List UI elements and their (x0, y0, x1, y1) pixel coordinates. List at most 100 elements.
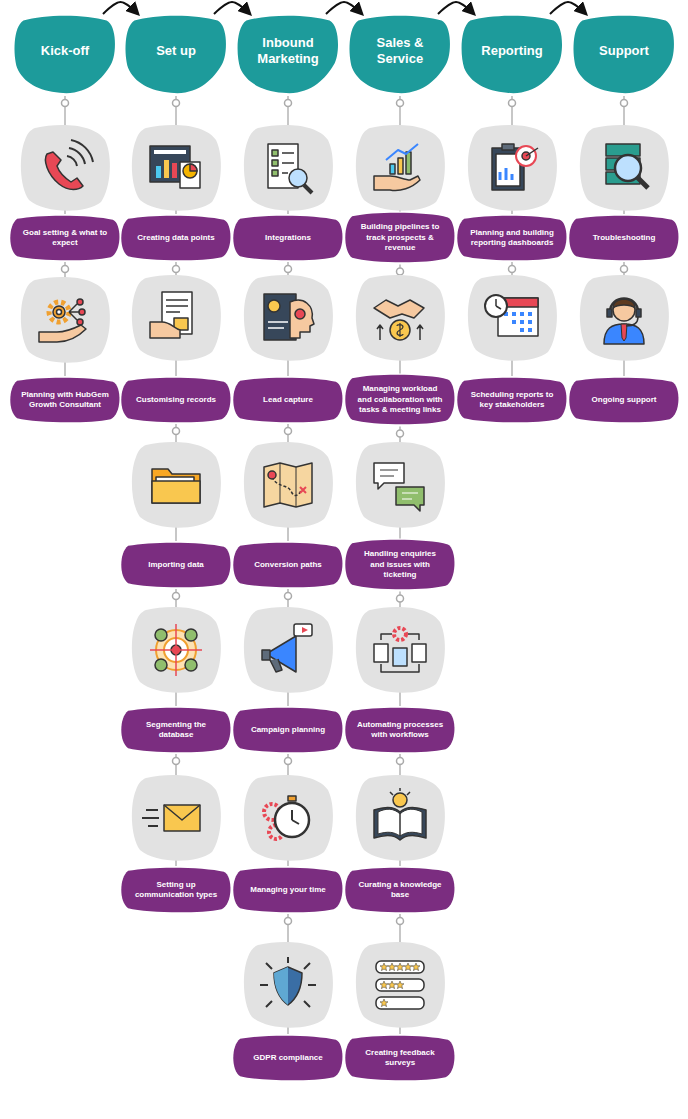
map-icon (244, 442, 333, 528)
step-text: Automating processes with workflows (356, 720, 444, 741)
step-text: Importing data (148, 560, 204, 570)
map-icon (244, 442, 333, 528)
segment-icon (155, 659, 167, 671)
dashboard-icon (132, 125, 221, 211)
flow-arrow (550, 2, 586, 14)
support-agent-icon (610, 299, 638, 313)
connector-dot (509, 266, 516, 273)
label-blob-fill (457, 378, 566, 423)
report-icon (526, 148, 538, 156)
knowledge-icon (378, 809, 422, 836)
records-icon (132, 275, 221, 361)
step-text: Building pipelines to track prospects & … (356, 222, 444, 253)
dashboard-icon (154, 150, 186, 154)
label-blob-fill (10, 378, 119, 423)
pipeline-icon (406, 152, 411, 174)
folder-icon (152, 481, 200, 503)
label-blob-fill (121, 868, 230, 913)
connector-dot (173, 428, 180, 435)
step-label: Planning with HubGem Growth Consultant (8, 376, 122, 424)
shield-icon (244, 942, 333, 1028)
troubleshoot-icon (606, 144, 640, 156)
step-text: Setting up communication types (132, 880, 220, 901)
phase-title: Kick-off (41, 43, 89, 59)
step-text: Planning with HubGem Growth Consultant (21, 390, 109, 411)
label-blob-fill (121, 216, 230, 261)
segment-icon (155, 629, 167, 641)
label-blob-fill (121, 543, 230, 588)
step-label: Customising records (119, 376, 233, 424)
workflow-icon (393, 648, 407, 666)
checklist-icon (244, 125, 333, 211)
phase-header: Inbound Marketing (236, 14, 340, 96)
step-text: Ongoing support (592, 395, 657, 405)
label-blob-fill (345, 213, 454, 263)
pipeline-icon (390, 164, 395, 174)
rating-icon (380, 999, 388, 1007)
envelope-icon (164, 805, 200, 820)
planning-icon (21, 277, 110, 363)
label-blob-fill (233, 543, 342, 588)
phase-header: Kick-off (13, 14, 117, 96)
calendar-icon (528, 312, 532, 316)
connector-dot (173, 758, 180, 765)
connector-dot (509, 100, 516, 107)
shield-icon (274, 967, 288, 1005)
knowledge-icon (356, 775, 445, 861)
step-text: Segmenting the database (132, 720, 220, 741)
phase-header: Sales & Service (348, 14, 452, 96)
connector-dot (397, 430, 404, 437)
label-blob-fill (457, 216, 566, 261)
chat-icon (356, 442, 445, 528)
rating-icon (388, 981, 396, 989)
planning-icon (79, 309, 85, 315)
stopwatch-icon (288, 796, 296, 801)
connector-dot (397, 595, 404, 602)
report-icon (502, 144, 514, 150)
troubleshoot-icon (580, 125, 669, 211)
step-label: Campaign planning (231, 706, 345, 754)
step-text: Goal setting & what to expect (21, 228, 109, 249)
step-text: Lead capture (263, 395, 313, 405)
segment-icon (185, 659, 197, 671)
connector-dot (173, 100, 180, 107)
lead-capture-icon (268, 300, 280, 312)
pipeline-icon (356, 125, 445, 211)
calendar-icon (520, 320, 524, 324)
step-label: Lead capture (231, 376, 345, 424)
lead-capture-icon (295, 309, 305, 319)
calendar-icon (468, 275, 557, 361)
rating-icon (356, 942, 445, 1028)
label-blob-fill (233, 216, 342, 261)
phase-title: Sales & Service (358, 35, 442, 66)
dashboard-icon (180, 162, 200, 188)
step-text: Scheduling reports to key stakeholders (468, 390, 556, 411)
support-agent-icon (580, 275, 669, 361)
label-blob-fill (345, 708, 454, 753)
rating-icon (380, 963, 420, 1007)
step-label: Conversion paths (231, 541, 345, 589)
step-label: Setting up communication types (119, 866, 233, 914)
planning-icon (69, 304, 79, 320)
envelope-icon (164, 805, 200, 831)
phone-icon (21, 125, 110, 211)
label-blob-fill (345, 375, 454, 425)
step-label: Creating data points (119, 214, 233, 262)
calendar-icon (512, 312, 516, 316)
connector-dot (285, 428, 292, 435)
connector-group (326, 2, 362, 14)
segment-icon (132, 607, 221, 693)
rating-icon (380, 963, 388, 971)
planning-icon (49, 302, 69, 322)
rating-icon (356, 942, 445, 1028)
connector-dot (285, 266, 292, 273)
step-text: Handling enquiries and issues with ticke… (356, 549, 444, 580)
workflow-icon (394, 628, 406, 640)
rating-icon (376, 979, 424, 991)
shield-icon (260, 957, 316, 1007)
step-text: Creating data points (137, 233, 214, 243)
connector-dot (397, 918, 404, 925)
phone-icon (21, 125, 110, 211)
knowledge-icon (356, 775, 445, 861)
connector-group (438, 2, 474, 14)
